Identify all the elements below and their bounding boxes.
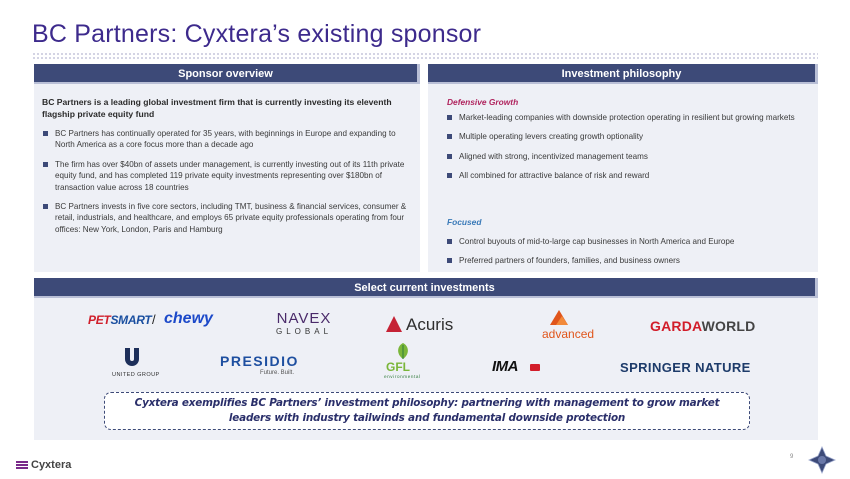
list-item: BC Partners invests in five core sectors… [42,201,412,235]
presidio-logo: PRESIDIO [220,353,299,369]
navex-logo-top: NAVEX [276,310,332,327]
advanced-mountain-icon [550,310,568,325]
focused-list: Control buyouts of mid-to-large cap busi… [446,236,808,275]
list-item: BC Partners has continually operated for… [42,128,412,151]
gardaworld-logo-part-a: GARDA [650,318,702,334]
ima-badge-icon [530,364,540,371]
defensive-growth-label: Defensive Growth [447,97,519,107]
investment-philosophy-panel: Investment philosophy Defensive Growth M… [428,64,818,272]
acuris-logo: Acuris [406,315,454,334]
list-item: Control buyouts of mid-to-large cap busi… [446,236,808,247]
cyxtera-brand: Cyxtera [16,458,71,472]
investments-header: Select current investments [34,278,818,298]
focused-label: Focused [447,217,482,227]
list-item: All combined for attractive balance of r… [446,170,808,181]
springer-nature-logo: SPRINGER NATURE [620,360,751,375]
presidio-tagline: Future. Built. [260,370,295,376]
petsmart-logo-part-b: SMART [110,313,152,327]
chewy-logo: chewy [164,310,213,327]
navex-logo: NAVEX GLOBAL [276,310,332,336]
gardaworld-logo: GARDAWORLD [650,318,755,334]
petsmart-logo: PETSMART [88,313,152,327]
list-item: Market-leading companies with downside p… [446,112,808,123]
sponsor-overview-header: Sponsor overview [34,64,420,84]
gfl-logo: GFL [386,360,410,374]
ima-logo: IMA [492,358,519,375]
list-item: Aligned with strong, incentivized manage… [446,151,808,162]
investment-philosophy-header: Investment philosophy [428,64,818,84]
navex-logo-bottom: GLOBAL [276,327,333,336]
cyxtera-brand-text: Cyxtera [31,459,72,471]
title-dotted-rule [32,52,818,60]
defensive-growth-list: Market-leading companies with downside p… [446,112,808,190]
bc-partners-emblem-icon [808,446,836,474]
list-item: The firm has over $40bn of assets under … [42,159,412,193]
page-number: 9 [790,454,794,460]
cyxtera-brand-icon [16,461,28,469]
united-group-logo: UNITED GROUP [112,372,160,378]
page-title: BC Partners: Cyxtera’s existing sponsor [32,20,482,48]
united-group-icon [125,348,139,366]
petsmart-logo-part-a: PET [88,313,111,327]
acuris-triangle-icon [386,316,402,332]
callout-box: Cyxtera exemplifies BC Partners’ investm… [104,392,750,430]
investments-panel: Select current investments PETSMART / ch… [34,278,818,440]
list-item: Multiple operating levers creating growt… [446,131,808,142]
logo-separator: / [152,312,156,327]
gfl-subtitle: environmental [384,374,421,379]
sponsor-overview-lead: BC Partners is a leading global investme… [42,97,392,119]
advanced-logo: advanced [542,327,595,341]
sponsor-overview-panel: Sponsor overview BC Partners is a leadin… [34,64,420,272]
gfl-leaf-icon [398,343,408,359]
list-item: Preferred partners of founders, families… [446,255,808,266]
callout-text: Cyxtera exemplifies BC Partners’ investm… [134,397,720,424]
sponsor-overview-list: BC Partners has continually operated for… [42,128,412,243]
gardaworld-logo-part-b: WORLD [701,318,756,334]
